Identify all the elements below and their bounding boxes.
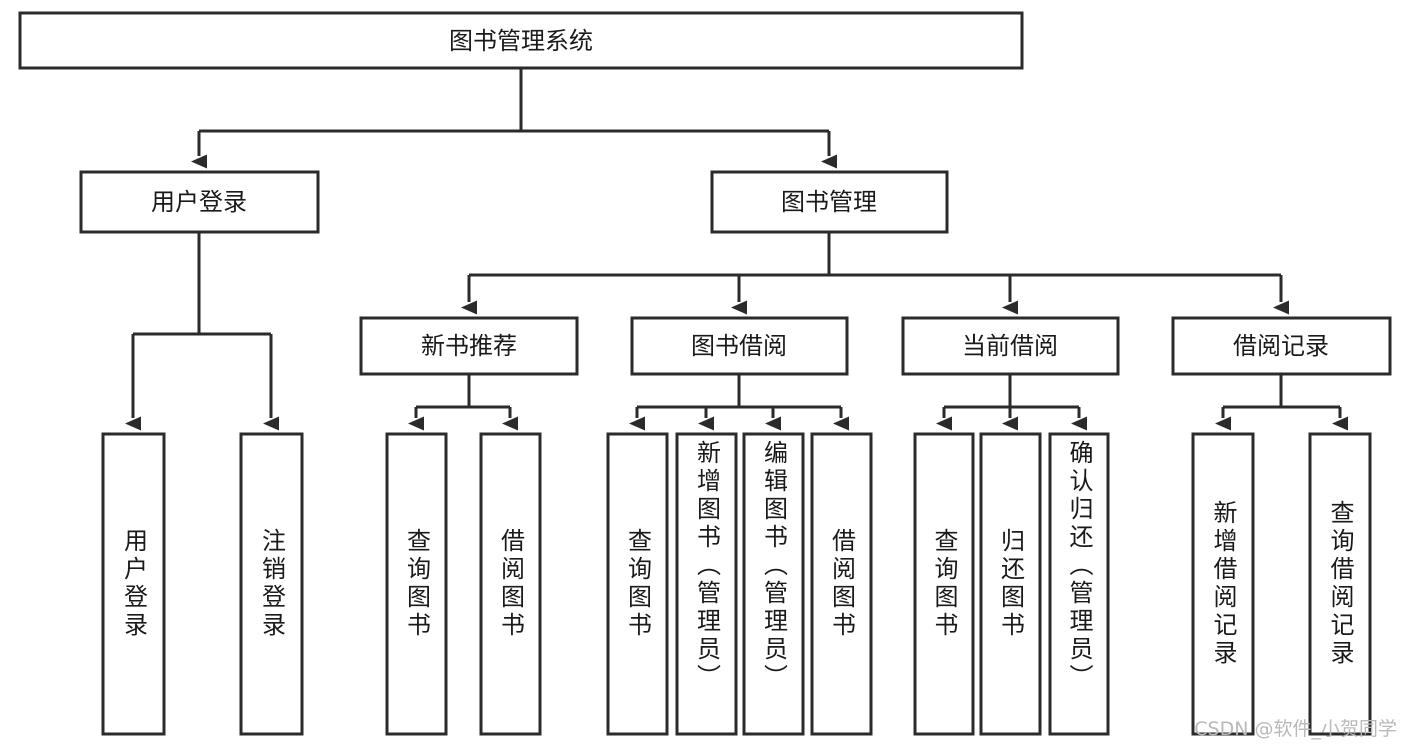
leaf-box-query-books-new[interactable] bbox=[385, 432, 448, 736]
book-borrow-label: 图书借阅 bbox=[691, 332, 787, 360]
node-book-borrow[interactable]: 图书借阅 bbox=[630, 316, 849, 376]
leaf-box-confirm-return-admin[interactable] bbox=[1048, 432, 1110, 736]
connector-userlogin-to-leaves bbox=[125, 232, 279, 431]
new-book-recommend-box-rect bbox=[359, 316, 579, 376]
node-new-book-recommend[interactable]: 新书推荐 bbox=[359, 316, 579, 376]
new-book-recommend-label: 新书推荐 bbox=[421, 332, 517, 360]
node-borrow-records[interactable]: 借阅记录 bbox=[1171, 316, 1392, 376]
connector-bookborrow-to-leaves bbox=[629, 374, 849, 431]
root-box-rect bbox=[18, 11, 1024, 70]
connector-newbook-to-leaves bbox=[408, 374, 518, 431]
connector-bookmgmt-to-level3 bbox=[461, 232, 1289, 315]
root-box-label: 图书管理系统 bbox=[449, 27, 593, 55]
user-login-label: 用户登录 bbox=[151, 188, 247, 216]
leaf-box-user-login[interactable] bbox=[101, 432, 166, 736]
leaf-box-edit-book-admin[interactable] bbox=[742, 432, 805, 736]
leaf-box-add-borrow-record[interactable] bbox=[1191, 432, 1255, 736]
user-login-box-rect bbox=[79, 170, 320, 234]
connector-borrowrecords-to-leaves bbox=[1215, 374, 1348, 431]
node-root-system[interactable]: 图书管理系统 bbox=[18, 11, 1024, 70]
leaf-box-logout[interactable] bbox=[239, 432, 304, 736]
leaf-boxes bbox=[101, 432, 1372, 736]
connector-root-to-level2 bbox=[191, 68, 837, 169]
borrow-records-label: 借阅记录 bbox=[1233, 332, 1329, 360]
leaf-box-add-book-admin[interactable] bbox=[675, 432, 738, 736]
leaf-box-borrow-book[interactable] bbox=[810, 432, 873, 736]
leaf-box-query-borrow-record[interactable] bbox=[1308, 432, 1372, 736]
leaf-box-query-books-current[interactable] bbox=[913, 432, 975, 736]
current-borrow-box-rect bbox=[901, 316, 1120, 376]
current-borrow-label: 当前借阅 bbox=[962, 332, 1058, 360]
leaf-box-query-books-borrow[interactable] bbox=[606, 432, 669, 736]
book-management-label: 图书管理 bbox=[781, 188, 877, 216]
leaf-box-return-book[interactable] bbox=[979, 432, 1042, 736]
leaf-box-borrow-books-new[interactable] bbox=[479, 432, 542, 736]
connector-currentborrow-to-leaves bbox=[936, 374, 1087, 431]
node-book-management[interactable]: 图书管理 bbox=[710, 170, 949, 234]
node-user-login[interactable]: 用户登录 bbox=[79, 170, 320, 234]
node-current-borrow[interactable]: 当前借阅 bbox=[901, 316, 1120, 376]
